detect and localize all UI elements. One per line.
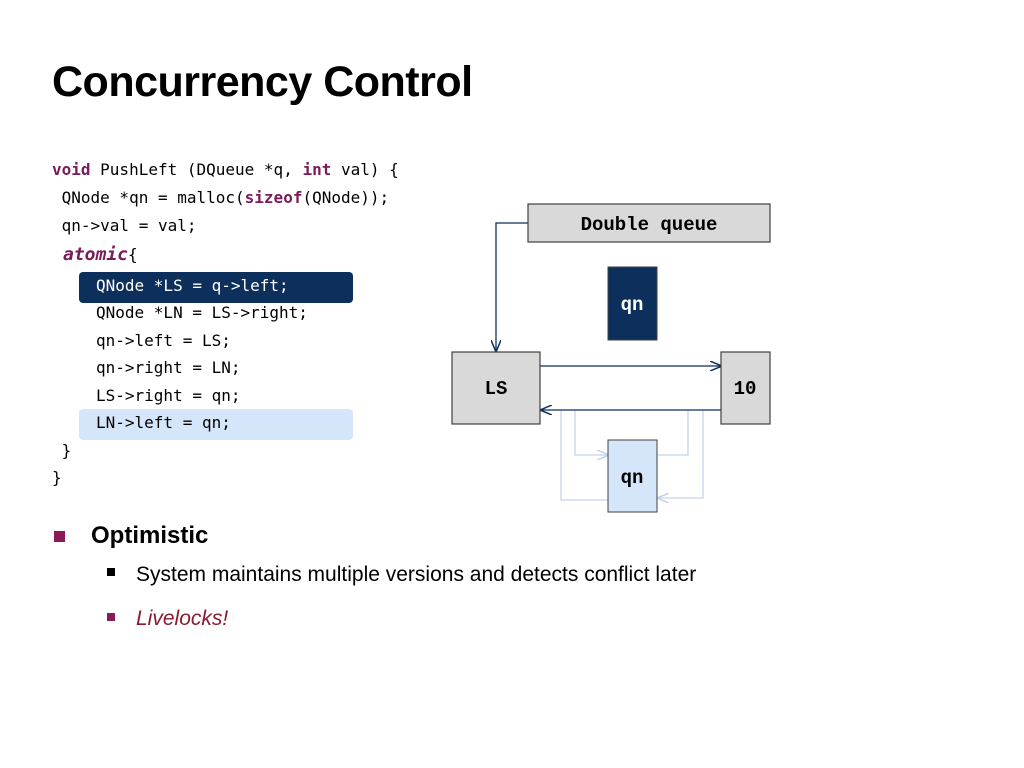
sub-bullet-livelocks: Livelocks!: [136, 607, 229, 630]
double-queue-label: Double queue: [581, 214, 718, 236]
keyword: int: [302, 160, 332, 179]
double-queue-box: Double queue: [527, 203, 771, 243]
ls-label: LS: [485, 378, 508, 400]
qn-node-bottom: qn: [607, 439, 658, 513]
code-text: (QNode));: [302, 188, 390, 207]
qn-top-label: qn: [621, 294, 644, 316]
code-line-2: QNode *qn = malloc(sizeof(QNode));: [52, 186, 390, 210]
code-line-11: }: [52, 441, 72, 460]
code-line-5: QNode *LS = q->left;: [96, 276, 289, 295]
bullet-optimistic: Optimistic: [91, 522, 209, 549]
ls-node: LS: [451, 351, 541, 425]
code-line-12: }: [52, 468, 62, 487]
code-line-1: void PushLeft (DQueue *q, int val) {: [52, 158, 399, 182]
keyword: sizeof: [244, 188, 303, 207]
highlight-dark: [79, 272, 353, 303]
qn-node-top: qn: [607, 266, 658, 341]
highlight-light: [79, 409, 353, 440]
sub-bullet-square: [107, 613, 115, 621]
atomic-keyword: atomic: [63, 244, 129, 265]
code-text: PushLeft (DQueue *q,: [90, 160, 303, 179]
code-line-4: atomic{: [63, 243, 138, 267]
qn-bottom-label: qn: [621, 467, 644, 489]
code-line-8: qn->right = LN;: [96, 358, 241, 377]
faint-arrows: [560, 410, 704, 500]
right-node: 10: [720, 351, 771, 425]
code-line-7: qn->left = LS;: [96, 331, 231, 350]
sub-bullet-square: [107, 568, 115, 576]
pointer-arrow: [496, 222, 528, 351]
code-line-3: qn->val = val;: [52, 216, 197, 235]
keyword: void: [52, 160, 91, 179]
code-line-6: QNode *LN = LS->right;: [96, 303, 308, 322]
code-text: QNode *qn = malloc(: [52, 188, 245, 207]
code-line-9: LS->right = qn;: [96, 386, 241, 405]
code-line-10: LN->left = qn;: [96, 413, 231, 432]
code-text: val) {: [331, 160, 399, 179]
code-text: {: [128, 245, 138, 264]
sub-bullet-versions: System maintains multiple versions and d…: [136, 563, 697, 586]
slide-title: Concurrency Control: [52, 58, 473, 106]
bullet-square: [54, 531, 65, 542]
right-node-label: 10: [734, 378, 757, 400]
